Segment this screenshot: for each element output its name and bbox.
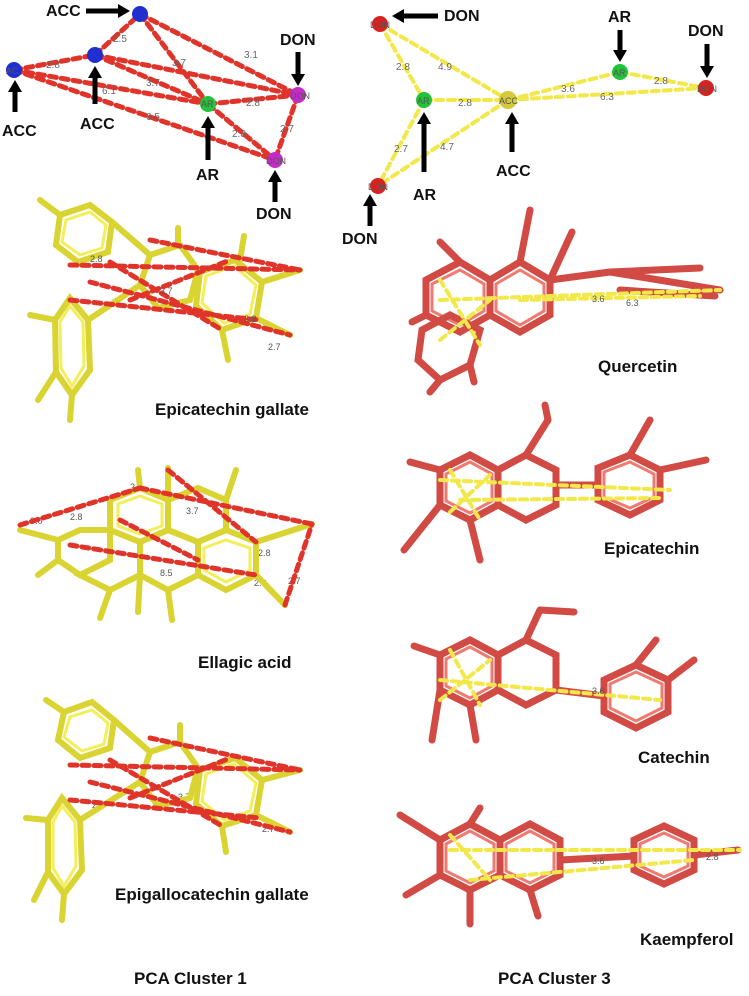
distance-label: 6.3 — [626, 298, 639, 308]
feature-label-acc: ACC — [46, 3, 81, 20]
distance-label: 2.7 — [268, 342, 281, 352]
distance-label: 2.7 — [394, 144, 408, 155]
epicatechin-gallate-structure — [27, 197, 303, 423]
distance-label: 4.7 — [440, 142, 454, 153]
donor-sphere — [698, 80, 714, 96]
distance-label: 2.5 — [113, 34, 127, 45]
distance-label: 3.6 — [561, 84, 575, 95]
sphere-label: DON — [697, 84, 717, 94]
cluster3-pharmacophore: 4.9 2.8 2.8 3.6 6.3 2.8 2.7 4.7 DON AR A… — [342, 8, 724, 248]
sphere-label: DON — [368, 182, 388, 192]
distance-label: 2.8 — [70, 512, 83, 522]
feature-label-ar: AR — [413, 187, 437, 204]
feature-label-ar: AR — [608, 9, 632, 26]
feature-label-acc: ACC — [2, 123, 37, 140]
cluster1-distance-lines — [11, 11, 301, 163]
arrow-icon — [86, 4, 130, 18]
aromatic-sphere — [200, 96, 216, 112]
molecule-label: Kaempferol — [640, 930, 734, 949]
feature-label-acc: ACC — [496, 163, 531, 180]
donor-sphere — [372, 16, 388, 32]
distance-label: 3.6 — [592, 686, 605, 696]
arrow-icon — [88, 66, 102, 104]
feature-label-don: DON — [688, 23, 724, 40]
arrow-icon — [392, 9, 438, 23]
arrow-icon — [417, 112, 431, 172]
feature-label-don: DON — [342, 231, 378, 248]
cluster3-distance-lines — [376, 22, 708, 188]
molecule-label: Epicatechin gallate — [155, 400, 309, 419]
donor-sphere — [370, 178, 386, 194]
molecule-label: Epicatechin — [604, 539, 699, 558]
distance-label: 2.8 — [46, 60, 60, 71]
cluster-title: PCA Cluster 3 — [498, 969, 611, 988]
distance-label: 3.7 — [186, 506, 199, 516]
feature-label-don: DON — [444, 8, 480, 25]
arrow-icon — [268, 170, 282, 202]
catechin-structure — [410, 606, 698, 744]
distance-label: 8.5 — [160, 568, 173, 578]
ellagic-acid-structure — [17, 465, 315, 623]
arrow-icon — [8, 80, 22, 112]
arrow-icon — [505, 112, 519, 152]
aromatic-sphere — [416, 92, 432, 108]
distance-label: 2.8 — [232, 129, 246, 140]
arrow-icon — [613, 30, 627, 62]
arrow-icon — [363, 194, 377, 226]
aromatic-sphere — [612, 64, 628, 80]
distance-label: 3.7 — [172, 58, 186, 69]
molecule-label: Quercetin — [598, 357, 677, 376]
quercetin-structure — [408, 206, 724, 396]
distance-label: 2.8 — [654, 76, 668, 87]
acceptor-sphere — [87, 47, 103, 63]
distance-label: 6.5 — [146, 112, 160, 123]
sphere-label: AR — [417, 96, 430, 106]
feature-label-ar: AR — [196, 167, 220, 184]
feature-label-don: DON — [280, 32, 316, 49]
distance-label: 2.8 — [706, 852, 719, 862]
distance-label: 3.7 — [160, 286, 173, 296]
sphere-label: DON — [370, 20, 390, 30]
kaempferol-structure — [396, 804, 742, 928]
arrow-icon — [291, 52, 305, 86]
acceptor-sphere — [499, 91, 517, 109]
arrow-icon — [700, 44, 714, 78]
molecule-label: Catechin — [638, 748, 710, 767]
molecule-label: Epigallocatechin gallate — [115, 885, 309, 904]
distance-label: 3.6 — [592, 856, 605, 866]
epigallocatechin-gallate-structure — [23, 697, 303, 923]
distance-label: 2.8 — [258, 548, 271, 558]
distance-label: 2.8 — [244, 314, 257, 324]
acceptor-sphere — [6, 62, 22, 78]
distance-label: 2.7 — [280, 124, 294, 135]
distance-label: 3.6 — [592, 294, 605, 304]
distance-label: 3.1 — [244, 50, 258, 61]
distance-label: 6.1 — [102, 86, 116, 97]
sphere-label: AC — [6, 66, 19, 76]
sphere-label: DON — [266, 156, 286, 166]
molecule-label: Ellagic acid — [198, 653, 292, 672]
distance-label: 2.8 — [458, 98, 472, 109]
donor-sphere — [267, 152, 283, 168]
feature-label-don: DON — [256, 206, 292, 223]
sphere-label: AR — [613, 68, 626, 78]
acceptor-sphere — [132, 6, 148, 22]
distance-label: 2.8 — [246, 98, 260, 109]
sphere-label: AR — [201, 99, 214, 109]
distance-label: 2.8 — [90, 254, 103, 264]
distance-label: 6.3 — [600, 92, 614, 103]
arrow-icon — [201, 116, 215, 160]
epicatechin-structure — [400, 401, 710, 564]
cluster1-pharmacophore: 2.5 2.8 3.7 3.1 3.7 6.1 6.5 2.8 2.8 2.7 … — [2, 3, 316, 223]
sphere-label: ACC — [499, 96, 519, 106]
distance-label: 2.8 — [396, 62, 410, 73]
distance-label: 3.7 — [146, 78, 160, 89]
distance-label: 4.9 — [438, 62, 452, 73]
cluster-title: PCA Cluster 1 — [134, 969, 247, 988]
sphere-label: DON — [290, 91, 310, 101]
feature-label-acc: ACC — [80, 116, 115, 133]
donor-sphere — [290, 87, 306, 103]
